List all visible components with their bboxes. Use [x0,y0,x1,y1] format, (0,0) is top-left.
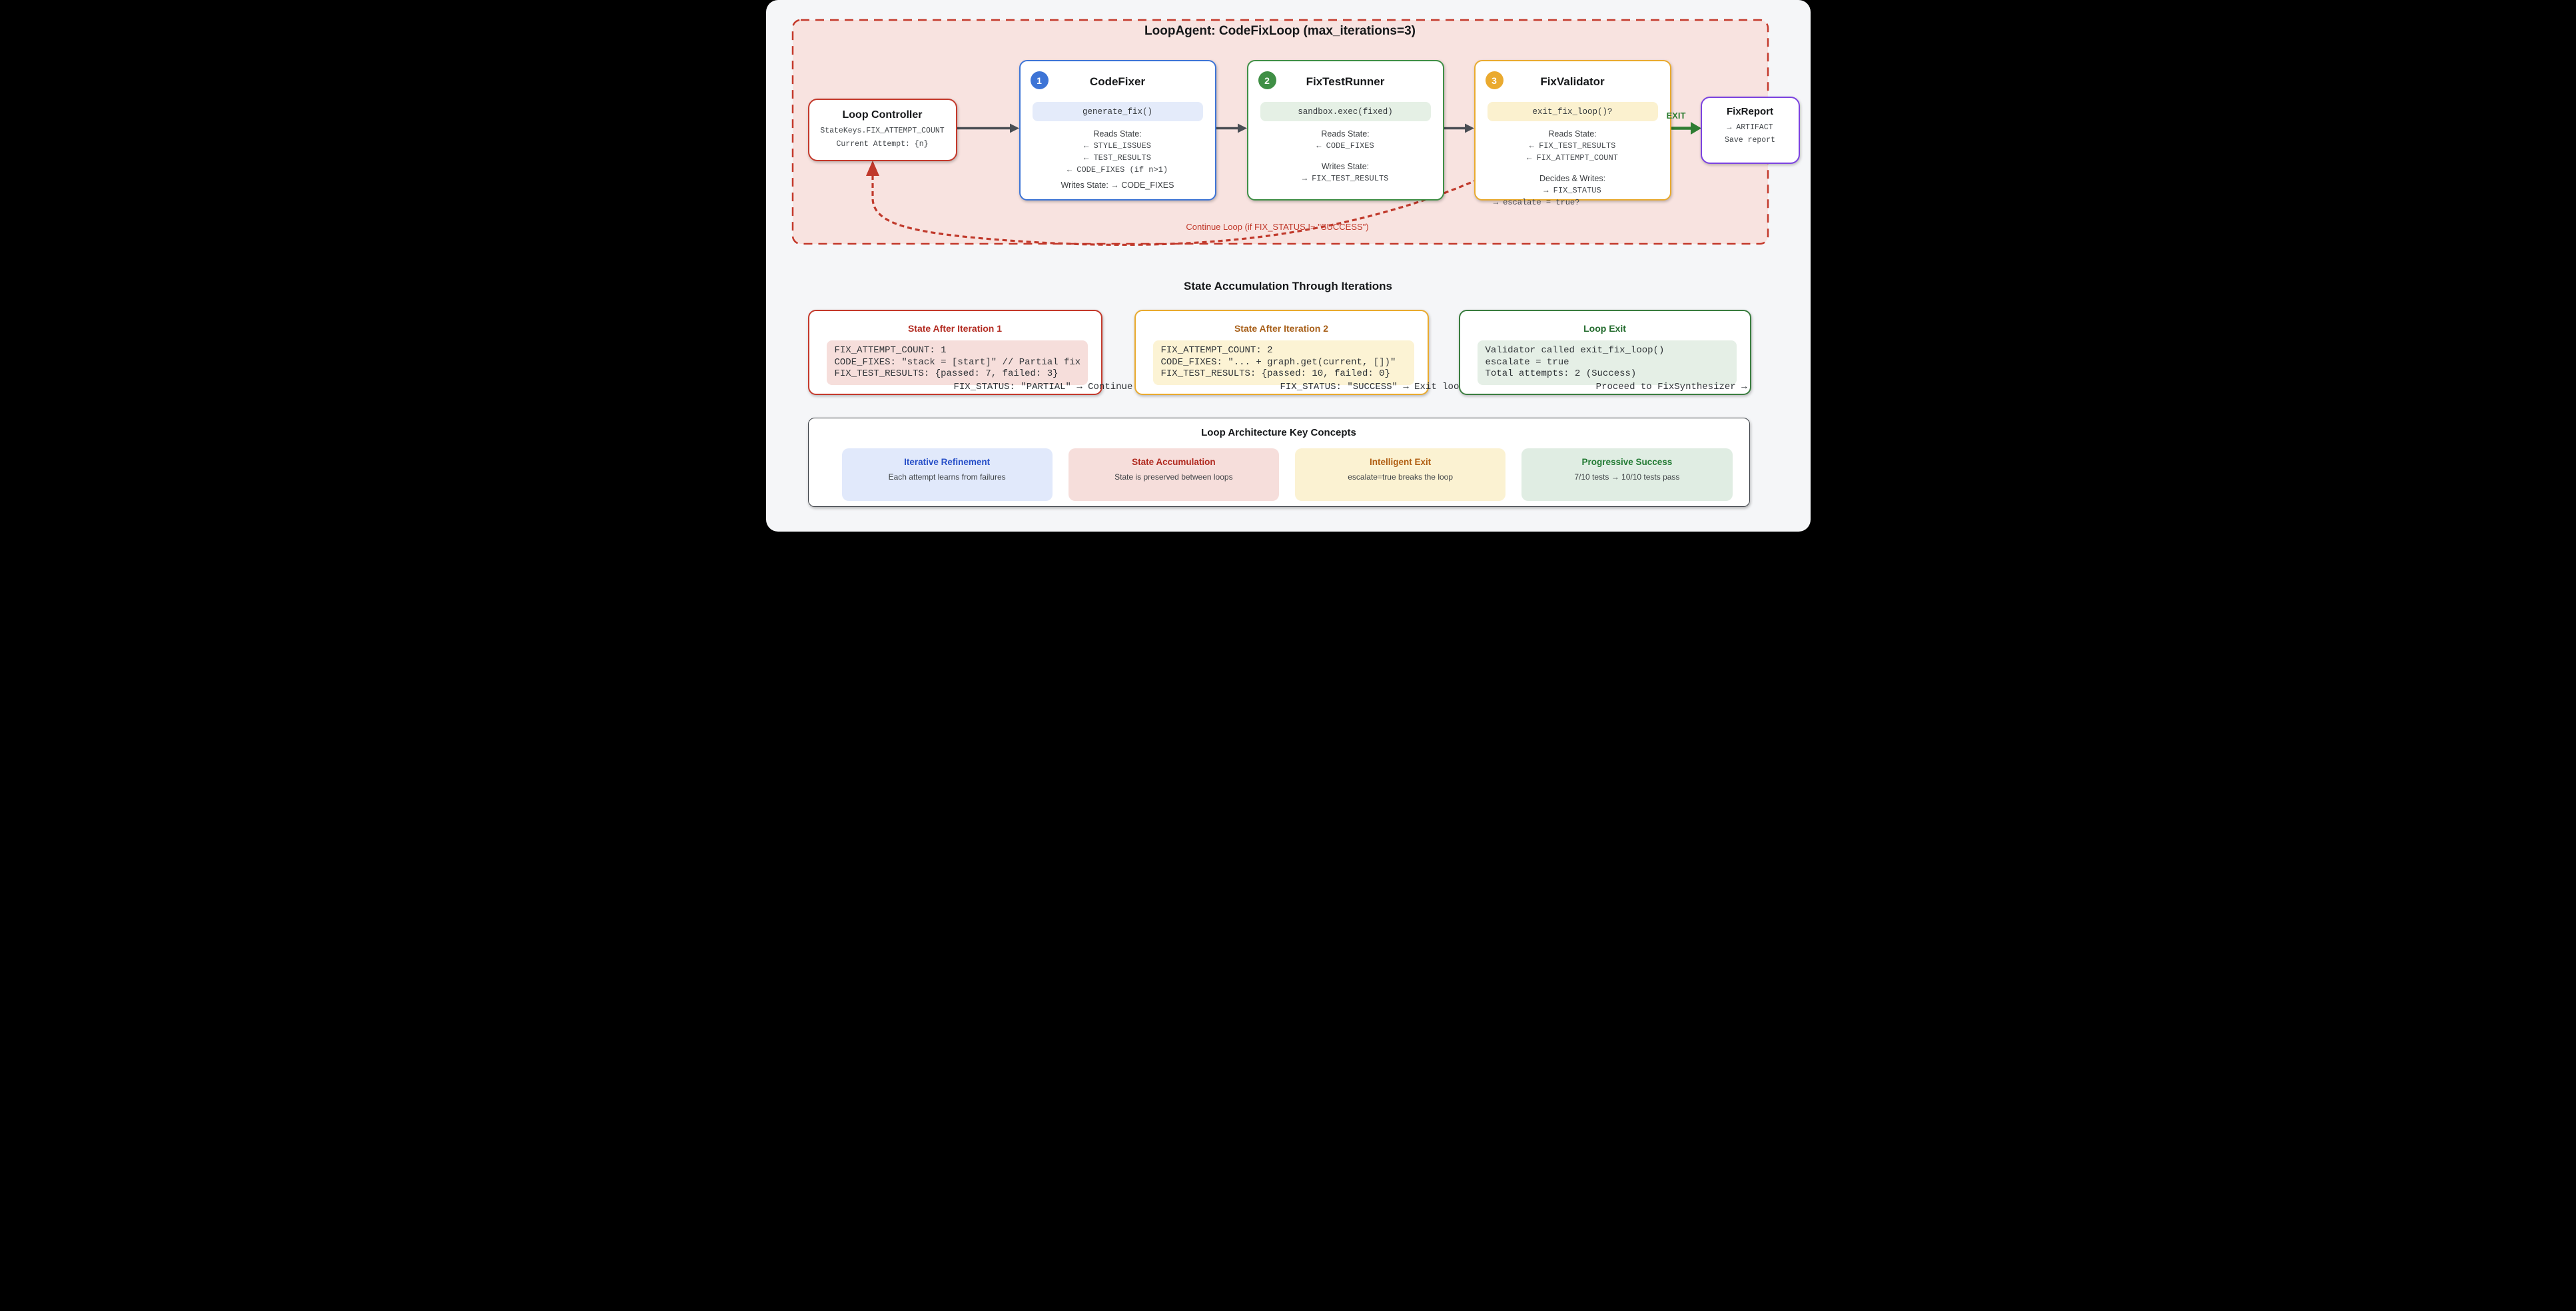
concept-title: State Accumulation [1132,457,1216,467]
codefixer-writes-line: Writes State: → CODE_FIXES [1061,181,1174,190]
fixtestrunner-reads-label: Reads State: [1321,129,1370,139]
concept-title: Iterative Refinement [904,457,991,467]
codefixer-read-2: ← TEST_RESULTS [1084,153,1151,163]
agent-fixtestrunner-box: 2 FixTestRunner sandbox.exec(fixed) Read… [1246,60,1444,201]
state-iteration-2-code: FIX_ATTEMPT_COUNT: 2 CODE_FIXES: "... + … [1152,340,1414,385]
state-iteration-1-status: FIX_STATUS: "PARTIAL" → Continue loop [953,382,1161,392]
codefixer-title: CodeFixer [1089,75,1146,88]
flow-arrows [956,123,1474,133]
loop-controller-box: Loop Controller StateKeys.FIX_ATTEMPT_CO… [807,99,957,161]
loop-exit-proceed: Proceed to FixSynthesizer → [1595,382,1747,392]
loop-exit-code: Validator called exit_fix_loop() escalat… [1477,340,1737,385]
state-iteration-2-title: State After Iteration 2 [1234,323,1329,334]
fixvalidator-read-1: ← FIX_TEST_RESULTS [1529,141,1616,151]
concept-iterative-refinement: Iterative Refinement Each attempt learns… [841,448,1053,501]
fixtestrunner-write-1: → FIX_TEST_RESULTS [1302,174,1389,183]
concept-title: Intelligent Exit [1369,457,1432,467]
state-iteration-2-status: FIX_STATUS: "SUCCESS" → Exit loop [1280,382,1465,392]
loop-agent-title: LoopAgent: CodeFixLoop (max_iterations=3… [1144,24,1416,38]
fixtestrunner-read-1: ← CODE_FIXES [1316,141,1374,151]
fixreport-title: FixReport [1726,106,1773,117]
concept-intelligent-exit: Intelligent Exit escalate=true breaks th… [1295,448,1506,501]
fixvalidator-reads-label: Reads State: [1548,129,1597,139]
codefixer-reads-label: Reads State: [1093,129,1142,139]
state-section-title: State Accumulation Through Iterations [1184,280,1392,292]
codefixer-function-pill: generate_fix() [1032,102,1203,121]
loop-exit-title: Loop Exit [1583,323,1626,334]
continue-loop-label: Continue Loop (if FIX_STATUS != "SUCCESS… [1186,222,1369,232]
loop-back-arrowhead [865,161,879,176]
fixreport-save-line: Save report [1725,136,1775,145]
step-3-badge: 3 [1485,71,1503,89]
step-1-badge: 1 [1030,71,1049,89]
loop-controller-statekey: StateKeys.FIX_ATTEMPT_COUNT [820,127,945,135]
key-concepts-title: Loop Architecture Key Concepts [1201,427,1356,438]
state-iteration-2-card: State After Iteration 2 FIX_ATTEMPT_COUN… [1134,310,1465,395]
agent-codefixer-box: 1 CodeFixer generate_fix() Reads State: … [1019,60,1216,201]
state-iteration-1-title: State After Iteration 1 [907,323,1003,334]
concept-desc: 7/10 tests → 10/10 tests pass [1574,472,1680,482]
loop-exit-card: Loop Exit Validator called exit_fix_loop… [1458,310,1751,395]
state-iteration-1-card: State After Iteration 1 FIX_ATTEMPT_COUN… [807,310,1160,395]
concept-desc: escalate=true breaks the loop [1348,472,1454,482]
loop-controller-title: Loop Controller [842,109,923,121]
exit-label: EXIT [1666,111,1686,121]
concept-desc: Each attempt learns from failures [888,472,1006,482]
continue-loop-arrow [865,161,1481,246]
fixvalidator-read-2: ← FIX_ATTEMPT_COUNT [1527,153,1618,163]
concept-title: Progressive Success [1581,457,1673,467]
fixreport-box: FixReport → ARTIFACT Save report [1700,97,1800,164]
fixvalidator-write-1: → FIX_STATUS [1543,186,1601,195]
codefixer-read-3: ← CODE_FIXES (if n>1) [1067,165,1168,175]
concept-progressive-success: Progressive Success 7/10 tests → 10/10 t… [1521,448,1733,501]
concept-state-accumulation: State Accumulation State is preserved be… [1068,448,1279,501]
fixvalidator-function-pill: exit_fix_loop()? [1487,102,1658,121]
state-iteration-1-code: FIX_ATTEMPT_COUNT: 1 CODE_FIXES: "stack … [826,340,1088,385]
key-concepts-panel: Loop Architecture Key Concepts Iterative… [807,418,1750,507]
codefixer-read-1: ← STYLE_ISSUES [1084,141,1151,151]
fixtestrunner-writes-label: Writes State: [1321,162,1370,171]
fixtestrunner-function-pill: sandbox.exec(fixed) [1260,102,1431,121]
step-2-badge: 2 [1258,71,1276,89]
fixtestrunner-title: FixTestRunner [1306,75,1385,88]
exit-arrow [1669,122,1701,135]
fixvalidator-writes-label: Decides & Writes: [1539,174,1606,183]
concept-desc: State is preserved between loops [1114,472,1233,482]
fixvalidator-title: FixValidator [1540,75,1605,88]
diagram-page: LoopAgent: CodeFixLoop (max_iterations=3… [765,0,1811,532]
fixreport-artifact-line: → ARTIFACT [1727,123,1773,132]
fixvalidator-write-2: → escalate = true? [1493,198,1580,207]
agent-fixvalidator-box: 3 FixValidator exit_fix_loop()? Reads St… [1474,60,1671,207]
key-concepts-row: Iterative Refinement Each attempt learns… [841,448,1733,501]
loop-controller-attempt: Current Attempt: {n} [836,140,929,149]
